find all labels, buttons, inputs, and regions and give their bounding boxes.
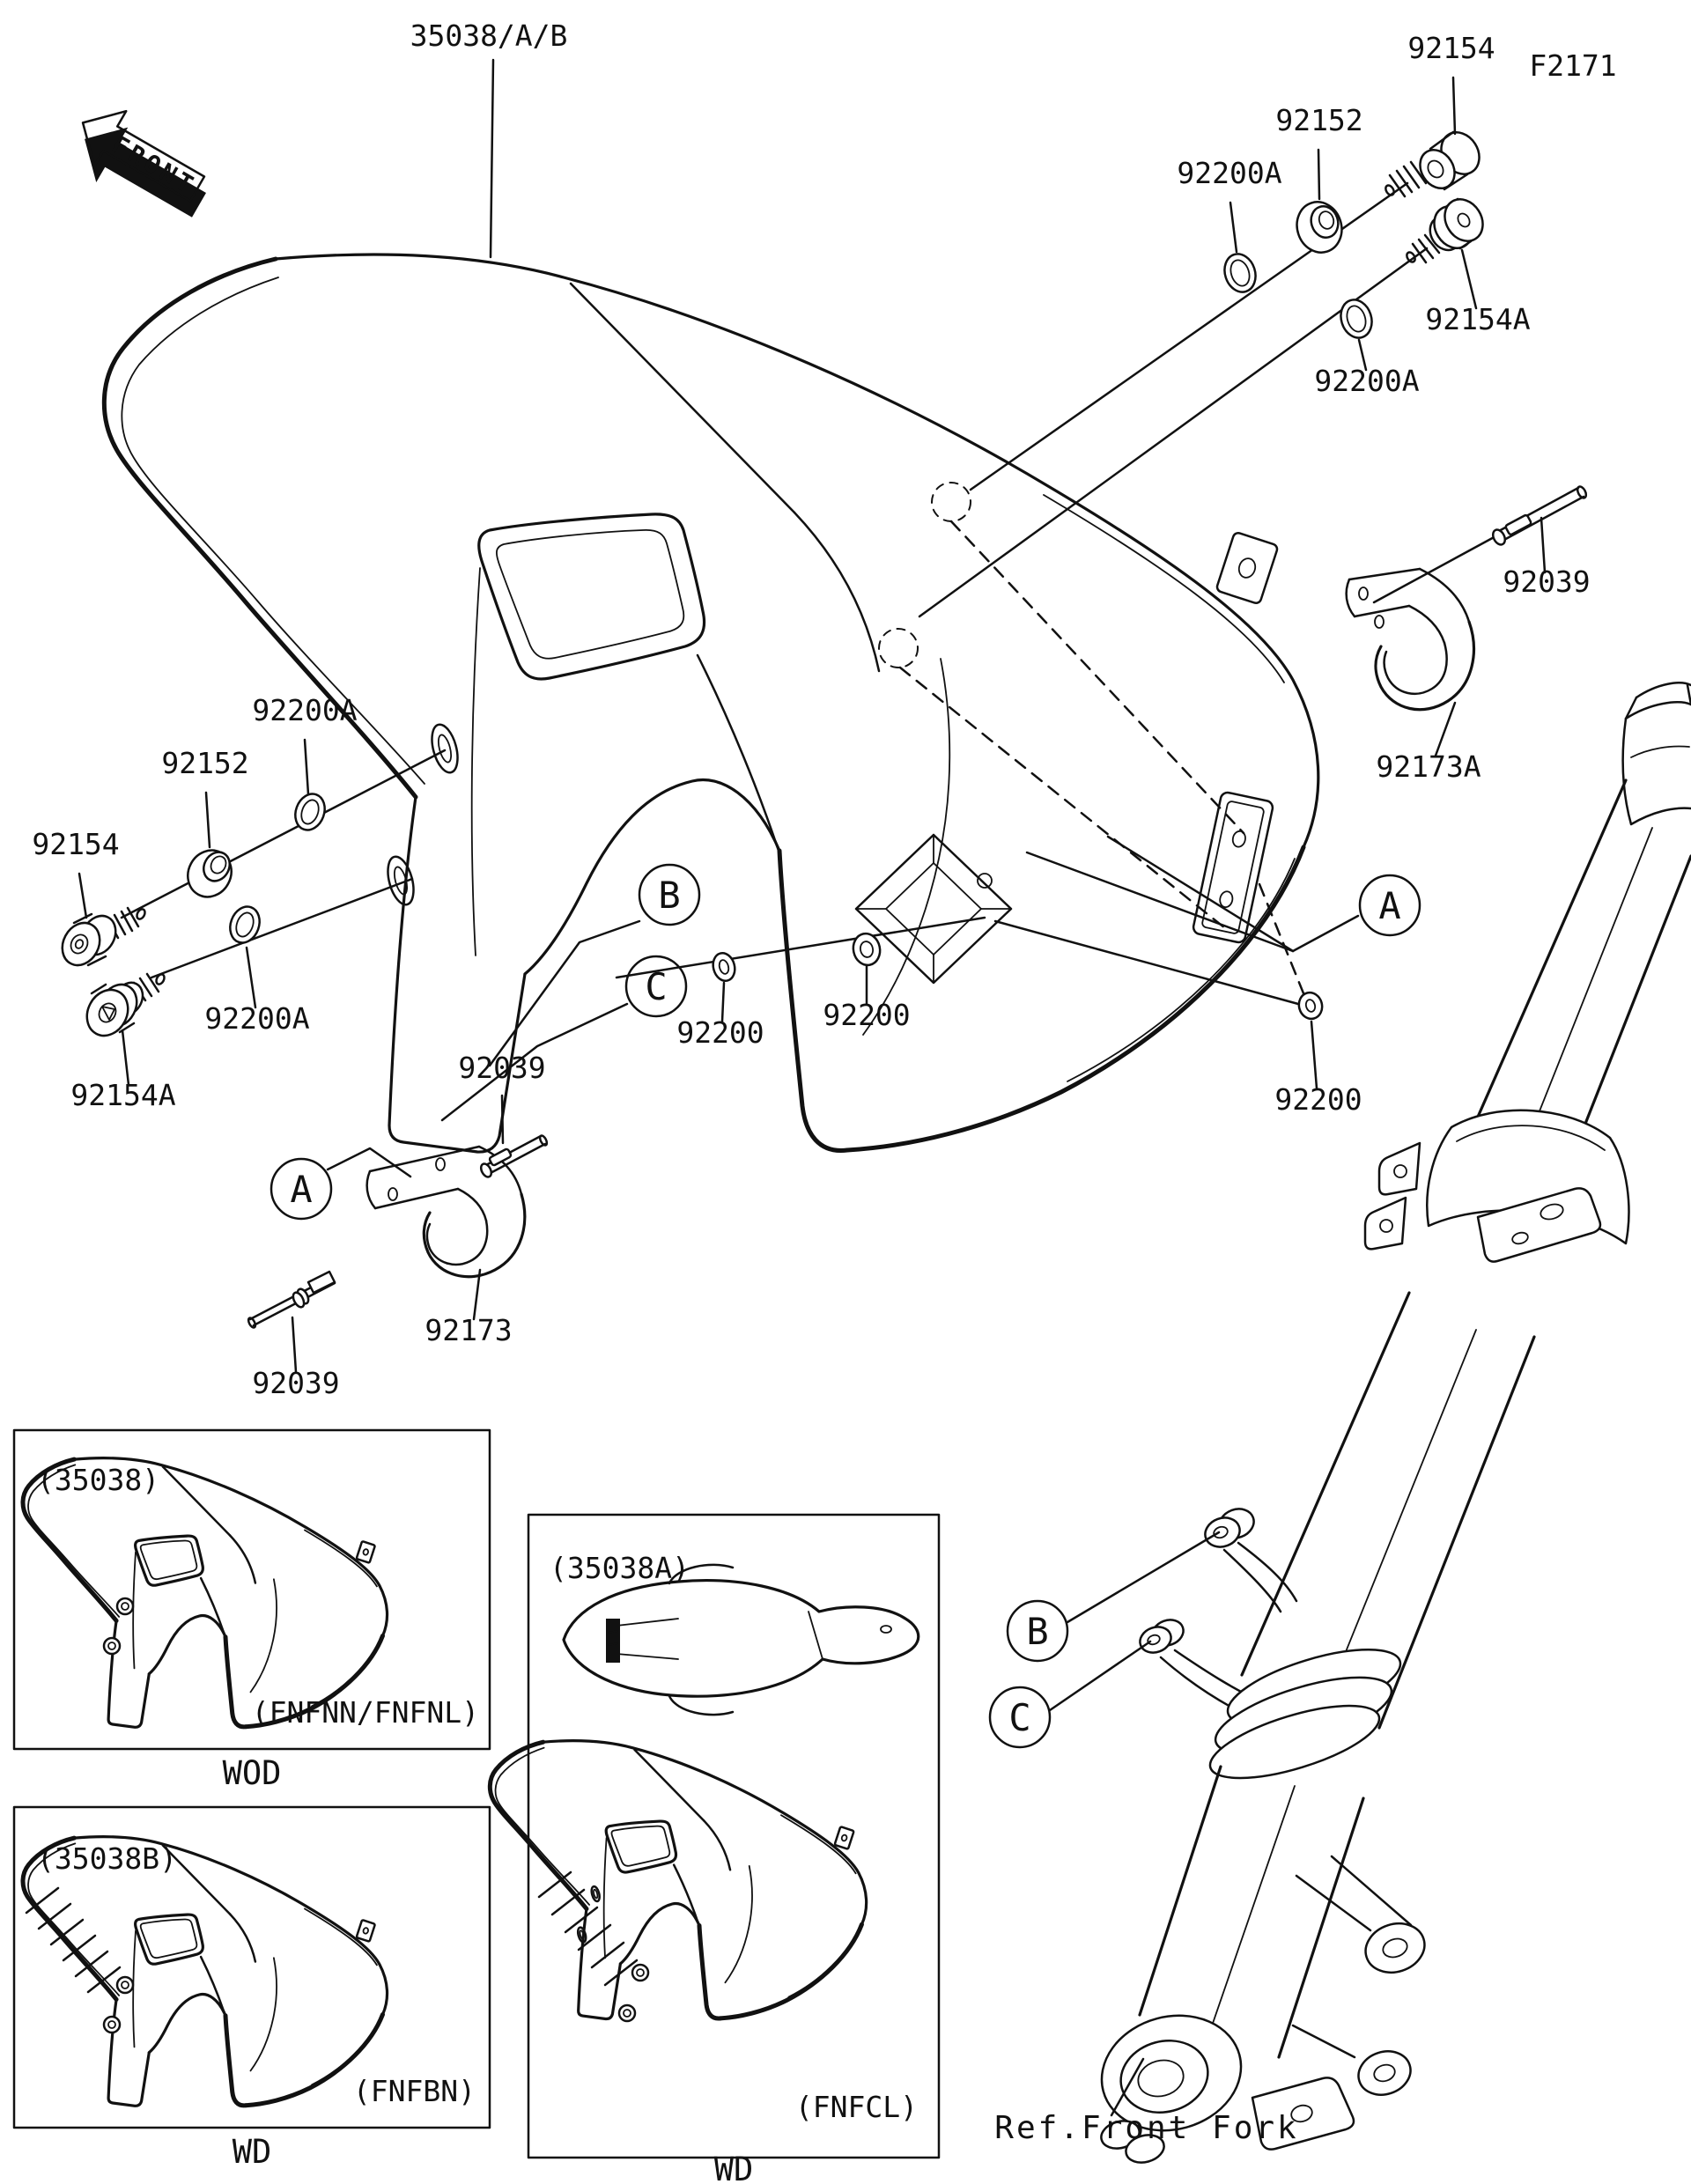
part-92200a-right-upper: 92200A <box>1177 156 1281 190</box>
part-92154a-right: 92154A <box>1425 302 1530 336</box>
fender-hole-marker-lower <box>878 628 919 668</box>
assembly-label: 35038/A/B <box>410 18 568 53</box>
variant-box-35038b <box>12 1805 491 2129</box>
washer-92200-left <box>712 951 736 983</box>
hook-bracket-92173a <box>1345 567 1475 712</box>
marker-b-center-letter: B <box>658 874 680 917</box>
part-92039-mid: 92039 <box>458 1051 545 1085</box>
marker-c-fork-letter: C <box>1008 1696 1030 1739</box>
marker-c-center-letter: C <box>645 965 667 1008</box>
rivet-92039-right <box>1491 485 1588 546</box>
part-92152-left: 92152 <box>161 746 248 780</box>
washer-92200-center <box>852 932 882 967</box>
marker-c-fork: C <box>988 1686 1052 1749</box>
variant-box-35038 <box>12 1428 491 1751</box>
marker-b-fork: B <box>1006 1599 1069 1663</box>
part-92200-center-left: 92200 <box>676 1015 764 1050</box>
axle-holder <box>1100 1855 1426 2164</box>
box3-top-view <box>562 1563 920 1716</box>
fork-assembly <box>1100 682 1691 2164</box>
hook-bracket-92173 <box>366 1145 527 1279</box>
part-92173: 92173 <box>425 1313 512 1347</box>
box1-caption: WOD <box>223 1754 282 1792</box>
fork-clamp <box>1363 1109 1630 1263</box>
marker-a-right-letter: A <box>1378 884 1400 927</box>
front-arrow: FRONT <box>81 109 206 218</box>
assembly-axis-lines <box>120 181 1499 1006</box>
bolt-92154a-right <box>1406 197 1484 264</box>
bolt-92154a-left <box>85 972 166 1037</box>
rivet-92039-upper-left <box>479 1134 549 1178</box>
box2-part-code: (35038B) <box>37 1841 177 1876</box>
marker-c-fork-circle <box>988 1686 1052 1749</box>
marker-a-right: A <box>1358 874 1421 937</box>
washer-92200a-left-upper <box>294 793 326 831</box>
marker-a-left-circle <box>270 1157 333 1221</box>
part-92154-left: 92154 <box>32 827 119 861</box>
bolt-92154-right <box>1385 130 1481 198</box>
box1-variant-code: (FNFNN/FNFNL) <box>252 1695 479 1730</box>
washer-92200a-right-upper <box>1223 253 1257 293</box>
variant-box-35038a <box>489 1513 941 2159</box>
part-92200a-left-lower: 92200A <box>204 1001 309 1036</box>
marker-a-left-letter: A <box>290 1168 312 1211</box>
box3-bolt-heads <box>617 1963 650 2023</box>
marker-c-center-circle <box>624 955 688 1018</box>
box2-caption: WD <box>233 2133 272 2171</box>
box2-bolt-heads <box>102 1975 135 2034</box>
box3-hatch-stripes <box>537 1870 639 1987</box>
box3-part-code: (35038A) <box>550 1551 690 1585</box>
part-92200a-left-upper: 92200A <box>252 693 357 727</box>
marker-a-left: A <box>270 1157 333 1221</box>
box1-bolt-heads <box>102 1597 135 1656</box>
part-92152-right: 92152 <box>1275 103 1362 137</box>
box3-caption: WD <box>714 2151 754 2184</box>
part-92200-far-right: 92200 <box>1274 1082 1362 1117</box>
rivet-92039-lower-left <box>247 1270 336 1329</box>
bolt-92154-left <box>61 906 146 967</box>
box1-part-code: (35038) <box>37 1463 159 1497</box>
fork-seal-rings <box>1208 1649 1402 1780</box>
marker-b-center-circle <box>638 863 701 926</box>
part-92154-right: 92154 <box>1407 31 1495 65</box>
fender-hole-marker-upper <box>931 482 971 522</box>
box3-variant-code: (FNFCL) <box>795 2090 918 2124</box>
marker-a-right-circle <box>1358 874 1421 937</box>
part-92200-center-right: 92200 <box>823 998 910 1032</box>
marker-b-fork-letter: B <box>1026 1610 1048 1653</box>
box2-variant-code: (FNFBN) <box>353 2074 476 2108</box>
marker-c-center: C <box>624 955 688 1018</box>
part-92039-bottom: 92039 <box>252 1366 339 1400</box>
marker-b-fork-circle <box>1006 1599 1069 1663</box>
collar-92152-right <box>1296 201 1343 254</box>
ref-front-fork-label: Ref.Front Fork <box>994 2110 1298 2146</box>
washer-92200a-left-lower <box>229 905 261 944</box>
center-diamond-bracket <box>854 833 1013 985</box>
marker-b-center: B <box>638 863 701 926</box>
collar-92152-left <box>187 849 233 898</box>
part-92173a: 92173A <box>1376 749 1481 784</box>
part-92039-right: 92039 <box>1503 564 1590 599</box>
washer-92200a-right-lower <box>1340 299 1373 339</box>
box2-hatch-stripes <box>25 1886 122 1994</box>
leader-lines <box>78 58 1547 2117</box>
part-92154a-left: 92154A <box>70 1078 175 1112</box>
washer-92200-right <box>1297 991 1324 1021</box>
figure-code: F2171 <box>1529 48 1616 83</box>
part-92200a-right-lower: 92200A <box>1314 364 1419 398</box>
assembly-axis-dashed <box>898 520 1305 995</box>
